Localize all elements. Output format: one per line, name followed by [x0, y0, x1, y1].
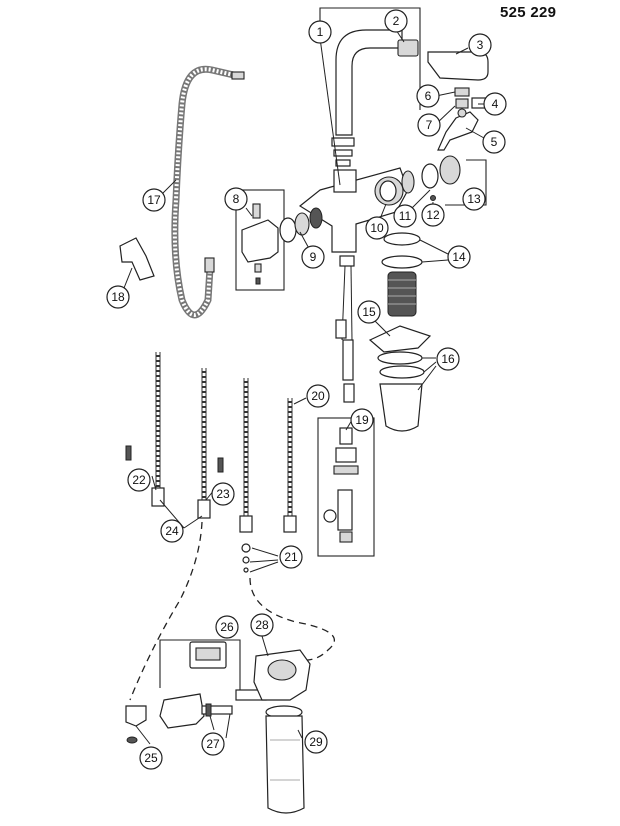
callout-3-label: 3 [477, 38, 484, 52]
callout-9-label: 9 [310, 250, 317, 264]
pull-out-hose [171, 65, 245, 319]
document-number: 525 229 [500, 4, 557, 21]
callout-10: 10 [365, 216, 389, 240]
callout-28: 28 [250, 613, 274, 637]
callout-16: 16 [436, 347, 460, 371]
callout-7-label: 7 [426, 118, 433, 132]
callout-7: 7 [417, 113, 441, 137]
callout-8: 8 [224, 187, 248, 211]
callout-18: 18 [106, 285, 130, 309]
callout-13-label: 13 [467, 192, 481, 206]
callout-13: 13 [462, 187, 486, 211]
callout-14-label: 14 [452, 250, 466, 264]
callout-19-label: 19 [355, 413, 369, 427]
callout-11: 11 [393, 204, 417, 228]
callout-9: 9 [301, 245, 325, 269]
callout-22-label: 22 [132, 473, 146, 487]
lever-parts [437, 87, 487, 151]
callout-1-label: 1 [317, 25, 324, 39]
callout-8-label: 8 [233, 192, 240, 206]
callout-23: 23 [211, 482, 235, 506]
callout-14: 14 [447, 245, 471, 269]
callout-26-label: 26 [220, 620, 234, 634]
callout-25-label: 25 [144, 751, 158, 765]
callout-18-label: 18 [111, 290, 125, 304]
callout-5: 5 [482, 130, 506, 154]
base-plate-parts [368, 325, 432, 432]
callout-29-label: 29 [309, 735, 323, 749]
callout-4: 4 [483, 92, 507, 116]
mounting-parts [381, 232, 423, 317]
callout-22: 22 [127, 468, 151, 492]
cartridge-parts [401, 155, 487, 206]
callout-27-label: 27 [206, 737, 220, 751]
callout-27: 27 [201, 732, 225, 756]
callout-19: 19 [350, 408, 374, 432]
callout-16-label: 16 [441, 352, 455, 366]
filter-system [125, 639, 311, 814]
supply-hoses [125, 352, 297, 573]
callout-21: 21 [279, 545, 303, 569]
callout-23-label: 23 [216, 487, 230, 501]
callout-21-label: 21 [284, 550, 298, 564]
aerator-part [397, 39, 419, 57]
callout-6-label: 6 [425, 89, 432, 103]
callout-12-label: 12 [426, 208, 440, 222]
callout-25: 25 [139, 746, 163, 770]
side-handle-assembly [235, 189, 323, 291]
callout-12: 12 [421, 203, 445, 227]
callout-6: 6 [416, 84, 440, 108]
callout-20: 20 [306, 384, 330, 408]
callout-3: 3 [468, 33, 492, 57]
callout-15-label: 15 [362, 305, 376, 319]
callout-4-label: 4 [492, 97, 499, 111]
connection-lines [129, 521, 335, 701]
center-shank [335, 255, 355, 403]
callout-29: 29 [304, 730, 328, 754]
callout-20-label: 20 [311, 389, 325, 403]
callout-17: 17 [142, 188, 166, 212]
callout-15: 15 [357, 300, 381, 324]
callout-1: 1 [308, 20, 332, 44]
diverter-assembly [317, 417, 375, 557]
spout-assembly [319, 7, 421, 167]
callout-17-label: 17 [147, 193, 161, 207]
callout-24-label: 24 [165, 524, 179, 538]
callout-11-label: 11 [399, 209, 412, 223]
callout-28-label: 28 [255, 618, 269, 632]
callout-5-label: 5 [491, 135, 498, 149]
callout-24: 24 [160, 519, 184, 543]
hose-clip [119, 237, 155, 281]
callout-10-label: 10 [370, 221, 384, 235]
callout-26: 26 [215, 615, 239, 639]
callout-2: 2 [384, 9, 408, 33]
callout-2-label: 2 [393, 14, 400, 28]
valve-body [298, 167, 409, 253]
